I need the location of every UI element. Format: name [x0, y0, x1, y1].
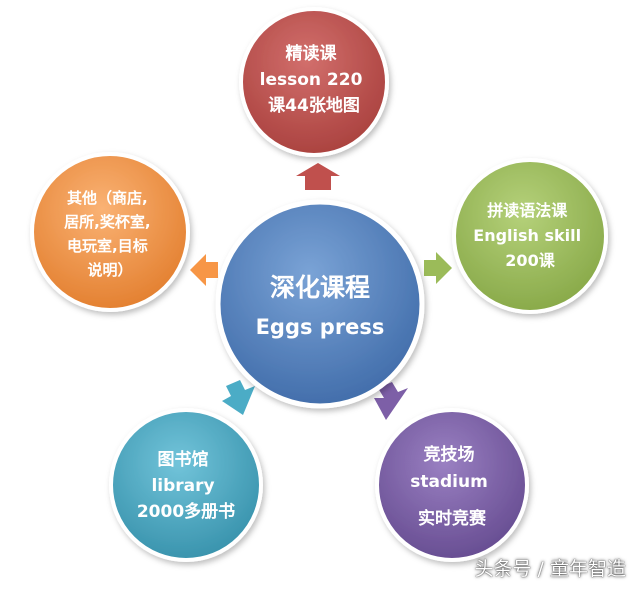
- center-node-circle: [215, 199, 425, 409]
- node-bottom-right-line-1: 竞技场: [424, 444, 475, 465]
- node-left: 其他（商店, 居所,奖杯室, 电玩室,目标 说明）: [30, 152, 190, 312]
- arrow-to-left: [190, 254, 218, 286]
- node-top-line-3: 课44张地图: [268, 95, 360, 116]
- node-bottom-left-line-3: 2000多册书: [137, 501, 235, 522]
- node-bottom-right-line-2: stadium: [410, 472, 488, 492]
- center-node-title: 深化课程: [270, 273, 370, 302]
- node-left-line-4: 说明）: [87, 261, 132, 279]
- node-bottom-right-circle: [375, 408, 529, 562]
- node-bottom-left: 图书馆 library 2000多册书: [109, 408, 263, 562]
- arrow-to-top: [296, 163, 340, 190]
- node-bottom-left-circle: [109, 408, 263, 562]
- watermark: 头条号 / 童年智造: [474, 558, 626, 580]
- node-top-line-2: lesson 220: [260, 70, 363, 90]
- node-right-label: 拼读语法课 English skill 200课: [473, 201, 586, 270]
- arrow-to-bottom-right: [374, 382, 408, 420]
- node-top: 精读课 lesson 220 课44张地图: [239, 7, 389, 157]
- node-left-circle: [30, 152, 190, 312]
- node-top-line-1: 精读课: [286, 43, 338, 64]
- node-right-line-1: 拼读语法课: [487, 201, 568, 220]
- node-top-circle: [239, 7, 389, 157]
- arrow-to-right: [424, 252, 452, 284]
- arrow-to-bottom-left: [222, 380, 255, 415]
- node-bottom-right-line-3: 实时竞赛: [418, 508, 487, 529]
- node-left-line-1: 其他（商店,: [67, 189, 148, 207]
- node-left-label: 其他（商店, 居所,奖杯室, 电玩室,目标 说明）: [64, 189, 156, 279]
- node-left-line-3: 电玩室,目标: [67, 237, 148, 255]
- node-right-circle: [452, 158, 608, 314]
- node-right-line-3: 200课: [505, 251, 555, 270]
- node-left-line-2: 居所,奖杯室,: [64, 213, 150, 231]
- node-right-line-2: English skill: [473, 226, 581, 245]
- node-bottom-right: 竞技场 stadium 实时竞赛: [375, 408, 529, 562]
- node-bottom-right-label: 竞技场 stadium 实时竞赛: [410, 444, 493, 529]
- node-bottom-left-line-2: library: [151, 476, 214, 496]
- node-top-label: 精读课 lesson 220 课44张地图: [260, 43, 369, 116]
- center-node: 深化课程 Eggs press: [215, 199, 425, 409]
- center-node-subtitle: Eggs press: [256, 315, 385, 339]
- node-bottom-left-line-1: 图书馆: [158, 449, 209, 470]
- node-right: 拼读语法课 English skill 200课: [452, 158, 608, 314]
- node-bottom-left-label: 图书馆 library 2000多册书: [137, 449, 235, 522]
